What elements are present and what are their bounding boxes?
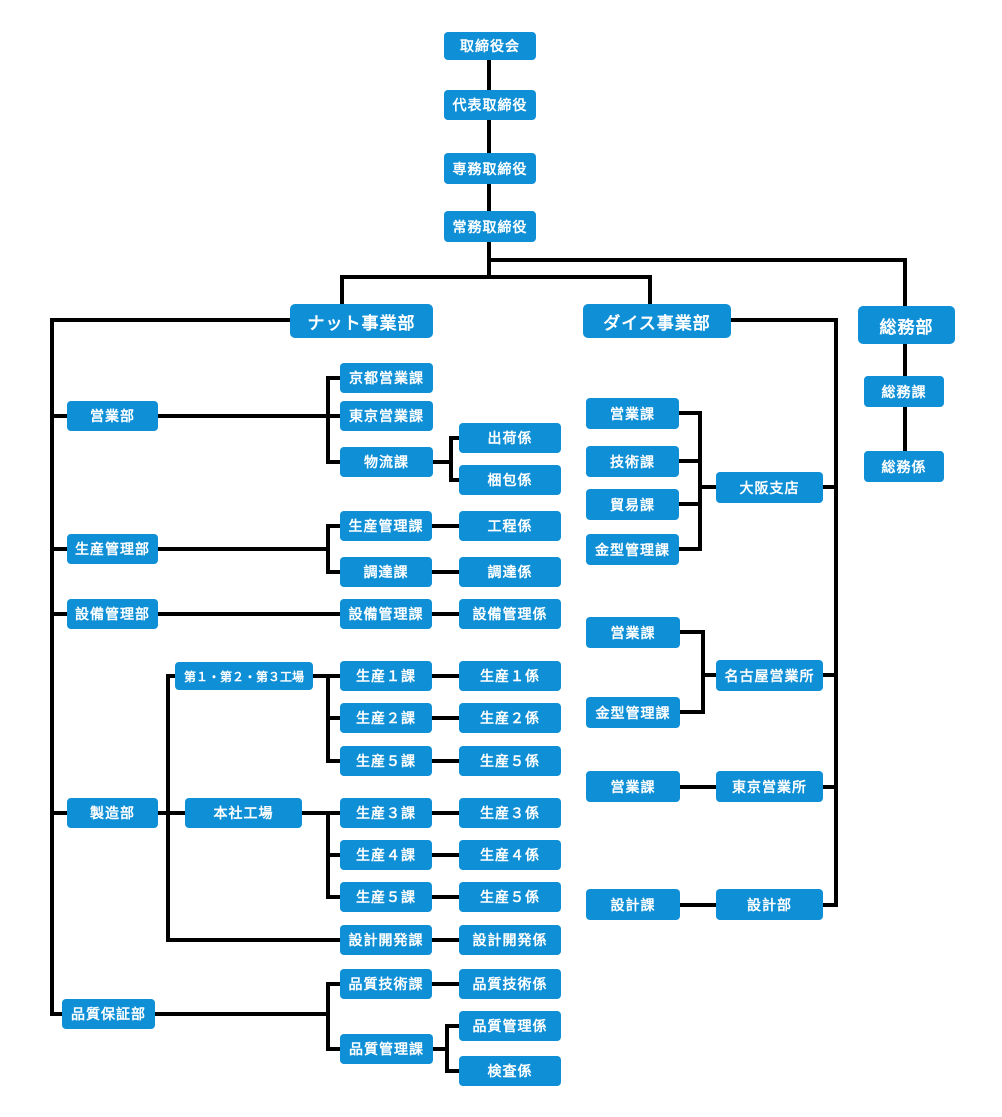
box-board: 取締役会: [444, 32, 536, 60]
box-setsubi-kakari: 設備管理係: [459, 599, 561, 629]
box-butsuryu: 物流課: [340, 447, 433, 477]
connector-seisan-kanri: [156, 524, 461, 574]
box-seisan3-ka: 生産３課: [340, 798, 432, 828]
connector-factories-123: [311, 674, 342, 763]
box-seisan1-kakari: 生産１係: [459, 661, 561, 691]
box-kensa: 検査係: [459, 1056, 561, 1086]
connector-dies-main: [729, 318, 838, 907]
box-soumu-kakari: 総務係: [864, 451, 944, 482]
box-nagoya-eigyo: 営業課: [586, 617, 680, 648]
box-dies-division: ダイス事業部: [583, 304, 731, 338]
box-soumu-department: 総務部: [858, 306, 955, 344]
box-seisan5a-kakari: 生産５係: [459, 746, 561, 776]
box-nut-division: ナット事業部: [290, 304, 433, 338]
connector-seisan-kakari: [430, 674, 461, 942]
connector-division-branch: [340, 226, 907, 322]
box-tokyo-office: 東京営業所: [716, 771, 823, 802]
box-osaka-boeki: 貿易課: [586, 489, 679, 520]
box-tokyo-eigyo: 東京営業課: [340, 401, 433, 431]
box-nagoya-kanagata: 金型管理課: [586, 697, 680, 728]
box-hinshitsu-bu: 品質保証部: [62, 999, 155, 1029]
connector-hin-kanri: [431, 1024, 461, 1073]
connector-butsuryu: [431, 436, 461, 482]
box-seisan5a-ka: 生産５課: [340, 746, 432, 776]
box-shukka: 出荷係: [459, 423, 561, 453]
box-hin-kanri-kakari: 品質管理係: [459, 1011, 561, 1041]
connector-eigyo: [156, 376, 342, 464]
box-tokyo-office-eigyo: 営業課: [586, 771, 680, 802]
box-honsha-kojo: 本社工場: [185, 798, 302, 828]
box-konpo: 梱包係: [459, 465, 561, 495]
box-seisan2-kakari: 生産２係: [459, 703, 561, 733]
box-ceo: 代表取締役: [444, 90, 536, 120]
box-seisan-kanri-bu: 生産管理部: [67, 534, 158, 564]
box-koutei: 工程係: [459, 511, 561, 541]
box-sekkei-ka: 設計課: [586, 889, 680, 920]
box-seisan5b-kakari: 生産５係: [459, 882, 561, 912]
connector-seizo: [156, 674, 342, 942]
box-sekkei-bu: 設計部: [716, 889, 823, 920]
box-seisan4-ka: 生産４課: [340, 840, 432, 870]
box-hin-kanri-ka: 品質管理課: [340, 1034, 433, 1064]
connector-nagoya: [678, 630, 718, 714]
box-kyoto-eigyo: 京都営業課: [340, 363, 433, 393]
box-osaka-kanagata: 金型管理課: [586, 534, 679, 565]
box-chotatsu-ka: 調達課: [340, 557, 432, 587]
box-chotatsu-kakari: 調達係: [459, 557, 561, 587]
box-hin-gijutsu-kakari: 品質技術係: [459, 969, 561, 999]
box-hin-gijutsu-ka: 品質技術課: [340, 969, 432, 999]
box-soumu-ka: 総務課: [864, 376, 944, 407]
box-sekkei-kaihatsu-ka: 設計開発課: [340, 925, 432, 955]
box-seisan5b-ka: 生産５課: [340, 882, 432, 912]
box-nagoya-office: 名古屋営業所: [716, 660, 823, 691]
box-seisan2-ka: 生産２課: [340, 703, 432, 733]
box-factories-123: 第１・第２・第３工場: [175, 662, 313, 690]
box-seisan-kanri-ka: 生産管理課: [340, 511, 432, 541]
box-eigyo-bu: 営業部: [67, 401, 158, 431]
box-senmu: 専務取締役: [444, 153, 536, 184]
box-setsubi-bu: 設備管理部: [67, 599, 158, 629]
connector-osaka: [677, 411, 718, 551]
box-osaka-shiten: 大阪支店: [716, 472, 823, 503]
box-seisan3-kakari: 生産３係: [459, 798, 561, 828]
connector-hinshitsu: [153, 982, 461, 1051]
connector-honsha-kojo: [300, 811, 342, 899]
connector-nut-main: [50, 318, 292, 1016]
box-osaka-gijutsu: 技術課: [586, 446, 679, 477]
box-seisan1-ka: 生産１課: [340, 661, 432, 691]
box-sekkei-kaihatsu-kakari: 設計開発係: [459, 925, 561, 955]
connector-nut-departments: [50, 414, 69, 815]
box-setsubi-ka: 設備管理課: [340, 599, 432, 629]
box-joumu: 常務取締役: [444, 211, 536, 242]
box-seizo-bu: 製造部: [67, 798, 158, 828]
box-osaka-eigyo: 営業課: [586, 398, 679, 429]
box-seisan4-kakari: 生産４係: [459, 840, 561, 870]
